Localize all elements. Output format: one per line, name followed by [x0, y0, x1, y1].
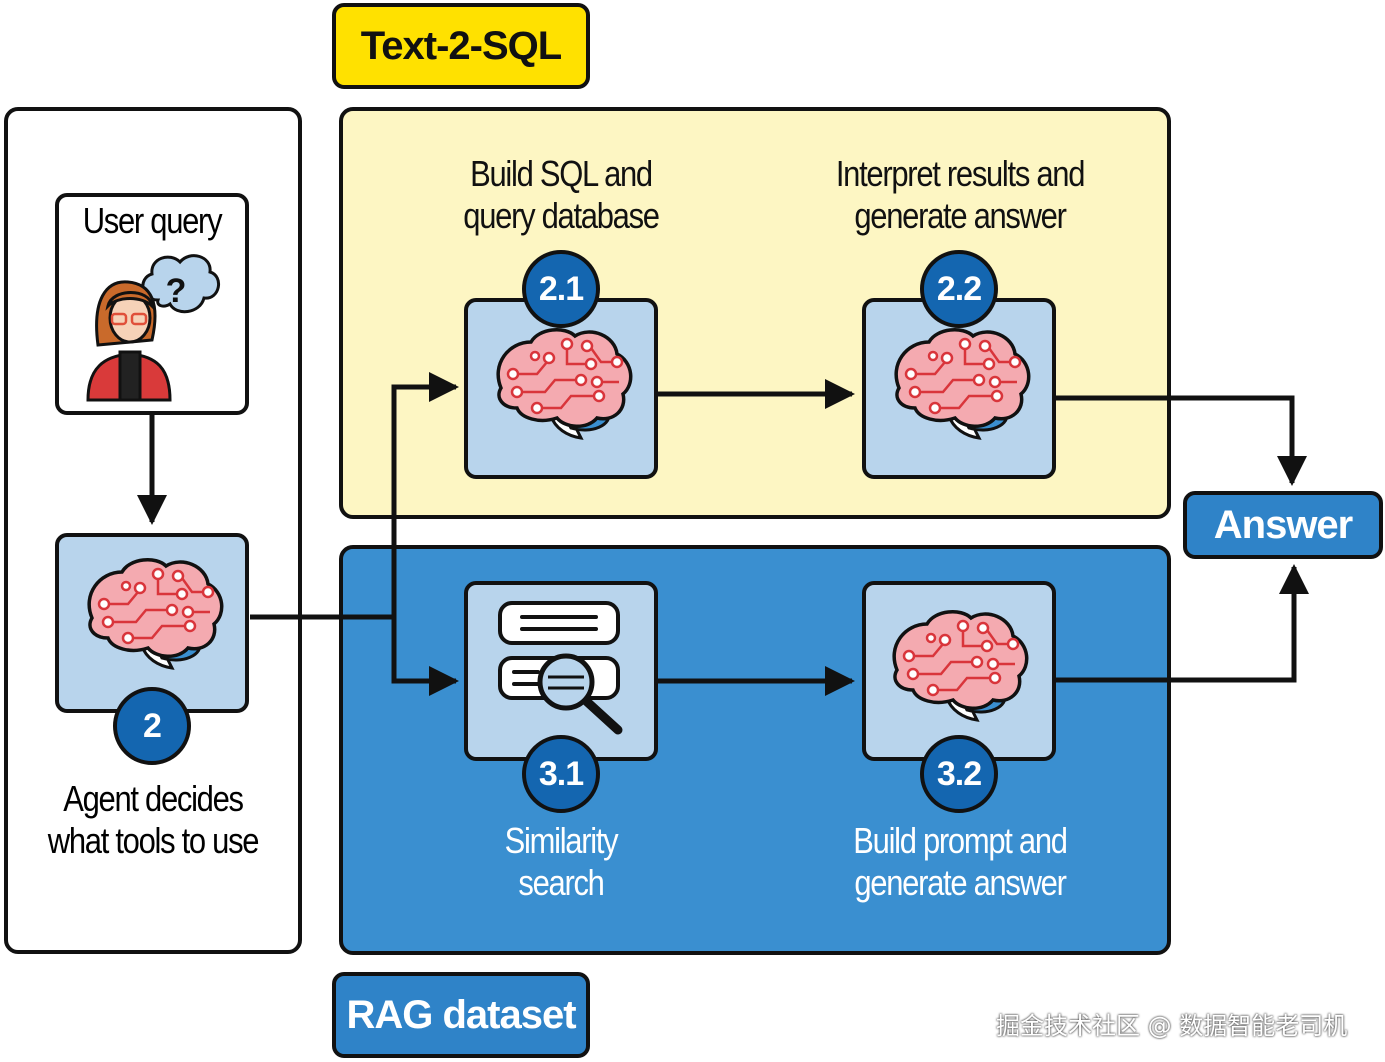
rag-step1-node: [464, 581, 658, 761]
sql-step2-badge: 2.2: [920, 250, 998, 328]
sql-step2-badge-label: 2.2: [937, 270, 981, 309]
sql-step1-badge: 2.1: [522, 250, 600, 328]
watermark: 掘金技术社区 @ 数据智能老司机: [996, 1006, 1376, 1041]
agent-caption: Agent decides what tools to use: [25, 778, 281, 862]
rag-step2-badge: 3.2: [920, 735, 998, 813]
arrow-sql2-to-answer: [1056, 398, 1292, 483]
user-query-caption: User query: [69, 200, 236, 242]
rag-step2-caption: Build prompt and generate answer: [788, 820, 1132, 904]
agent-node: [55, 533, 249, 713]
sql-step1-badge-label: 2.1: [539, 270, 583, 309]
arrow-to-sql-step1: [394, 387, 456, 617]
rag-step1-caption: Similarity search: [423, 820, 700, 904]
agent-badge: 2: [113, 687, 191, 765]
rag-step2-node: [862, 581, 1056, 761]
sql-step2-caption: Interpret results and generate answer: [788, 153, 1132, 237]
arrow-to-rag-step1: [394, 617, 456, 681]
rag-step1-badge-label: 3.1: [539, 755, 583, 794]
sql-step1-caption: Build SQL and query database: [423, 153, 700, 237]
rag-step1-badge: 3.1: [522, 735, 600, 813]
rag-step2-badge-label: 3.2: [937, 755, 981, 794]
agent-badge-label: 2: [143, 707, 161, 746]
arrow-rag2-to-answer: [1056, 567, 1294, 680]
